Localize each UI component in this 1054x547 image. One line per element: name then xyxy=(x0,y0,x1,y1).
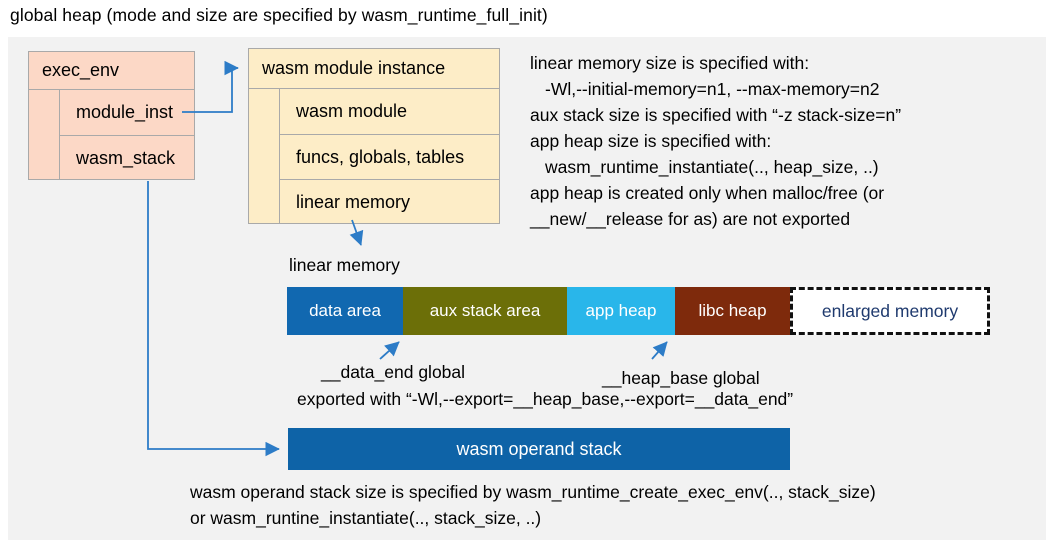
module-instance-box: wasm module instance wasm module funcs, … xyxy=(248,48,500,224)
note-line: wasm_runtime_instantiate(.., heap_size, … xyxy=(545,157,879,177)
module-instance-row-wasm-module: wasm module xyxy=(279,89,499,134)
wasm-operand-stack-label: wasm operand stack xyxy=(456,438,622,459)
operand-stack-notes: wasm operand stack size is specified by … xyxy=(190,479,876,531)
linear-memory-bar: data area aux stack area app heap libc h… xyxy=(287,287,990,335)
heap-base-global-label: __heap_base global xyxy=(602,368,760,388)
diagram-title: global heap (mode and size are specified… xyxy=(10,5,548,25)
data-end-global-label: __data_end global xyxy=(321,362,466,382)
segment-libc-heap: libc heap xyxy=(675,287,790,335)
note-line: __new/__release for as) are not exported xyxy=(530,209,851,229)
note-line: wasm operand stack size is specified by … xyxy=(190,482,876,502)
linear-memory-label: linear memory xyxy=(289,255,400,275)
module-instance-row-linear-memory: linear memory xyxy=(279,179,499,224)
segment-app-heap: app heap xyxy=(567,287,675,335)
note-line: aux stack size is specified with “-z sta… xyxy=(530,105,902,125)
exec-env-row-module-inst: module_inst xyxy=(59,90,194,135)
segment-aux-stack-area: aux stack area xyxy=(403,287,567,335)
note-line: -Wl,--initial-memory=n1, --max-memory=n2 xyxy=(545,79,880,99)
module-instance-row-funcs-globals-tables: funcs, globals, tables xyxy=(279,134,499,179)
segment-enlarged-memory: enlarged memory xyxy=(790,287,990,335)
exec-env-box: exec_env module_inst wasm_stack xyxy=(28,51,195,180)
note-line: linear memory size is specified with: xyxy=(530,53,810,73)
module-instance-header: wasm module instance xyxy=(249,49,499,89)
exported-flags-label: exported with “-Wl,--export=__heap_base,… xyxy=(297,389,794,409)
note-line: app heap is created only when malloc/fre… xyxy=(530,183,885,203)
wasm-operand-stack-bar: wasm operand stack xyxy=(288,428,790,470)
exec-env-row-wasm-stack: wasm_stack xyxy=(59,135,194,180)
size-notes: linear memory size is specified with: -W… xyxy=(530,50,901,232)
note-line: or wasm_runtine_instantiate(.., stack_si… xyxy=(190,508,542,528)
note-line: app heap size is specified with: xyxy=(530,131,772,151)
segment-data-area: data area xyxy=(287,287,403,335)
exec-env-header: exec_env xyxy=(29,52,194,90)
